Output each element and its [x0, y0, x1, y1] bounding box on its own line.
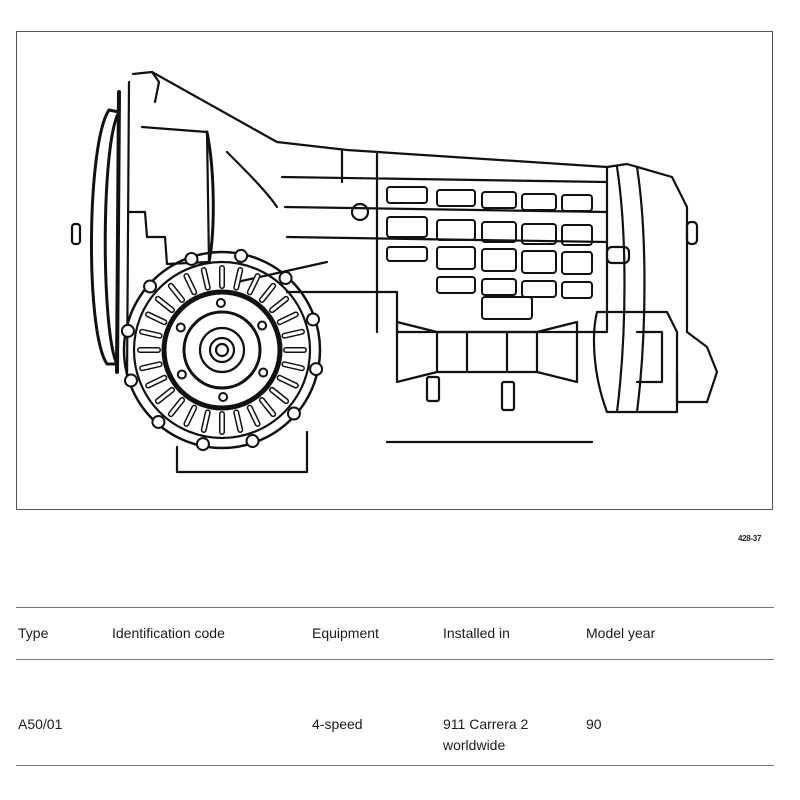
cover-bolt	[120, 323, 135, 338]
hub-bolt	[215, 298, 226, 309]
cover-vane-gap	[146, 376, 166, 388]
cell-installed-in-line-1: 911 Carrera 2	[443, 716, 529, 732]
cover-bolt	[123, 373, 138, 388]
cover-vane-gap	[248, 274, 260, 294]
cover-bolt	[234, 248, 249, 263]
cover-vane-gap	[184, 274, 196, 294]
cover-bolt	[151, 414, 166, 429]
cell-installed-in: 911 Carrera 2 worldwide	[443, 714, 528, 756]
cover-vane-gap	[140, 362, 162, 370]
bell-housing	[70, 70, 329, 384]
header-type: Type	[18, 625, 49, 641]
cover-bolt	[184, 251, 199, 266]
table-bottom-rule	[16, 765, 774, 766]
cover-vane-gap	[156, 388, 174, 403]
cover-vane-gap	[278, 376, 298, 388]
header-equipment: Equipment	[312, 625, 379, 641]
transmission-figure-frame	[16, 31, 773, 510]
cell-equipment: 4-speed	[312, 716, 363, 732]
hub-bolt	[258, 367, 269, 378]
main-case	[275, 140, 609, 334]
cell-installed-in-line-2: worldwide	[443, 737, 506, 753]
cover-vane-gap	[248, 406, 260, 426]
table-header-rule	[16, 659, 774, 660]
header-identification-code: Identification code	[112, 625, 225, 641]
rear-cover	[592, 162, 719, 414]
hub-bolt	[175, 322, 186, 333]
cover-vane-gap	[270, 297, 288, 312]
cover-vane-gap	[146, 312, 166, 324]
hub-bolt	[257, 320, 268, 331]
cell-model-year: 90	[586, 716, 602, 732]
cover-vane-gap	[202, 410, 210, 432]
header-installed-in: Installed in	[443, 625, 510, 641]
cover-bolt	[306, 312, 321, 327]
cover-vane-gap	[234, 268, 242, 290]
cover-vane-gap	[156, 297, 174, 312]
cover-vane-gap	[234, 410, 242, 432]
cover-bolt	[278, 271, 293, 286]
cover-vane-gap	[282, 330, 304, 338]
cover-bolt	[309, 362, 324, 377]
cover-vane-gap	[260, 284, 275, 302]
cover-bolt	[286, 406, 301, 421]
cover-vane-gap	[270, 388, 288, 403]
header-model-year: Model year	[586, 625, 656, 641]
cover-vane-gap	[278, 312, 298, 324]
table-top-rule	[16, 607, 774, 608]
drive-shaft	[385, 320, 594, 444]
cover-vane-gap	[282, 362, 304, 370]
cover-bolt	[195, 437, 210, 452]
cover-vane-gap	[169, 398, 184, 416]
hub-bolt	[176, 369, 187, 380]
cover-vane-gap	[260, 398, 275, 416]
hub-bolt	[218, 391, 229, 402]
cover-bolt	[245, 434, 260, 449]
case-ribs	[386, 186, 593, 320]
transmission-illustration	[70, 70, 719, 474]
differential-cover	[120, 248, 324, 474]
cover-vane-gap	[140, 330, 162, 338]
cover-bolt	[143, 279, 158, 294]
cover-vane-gap	[169, 284, 184, 302]
cover-vane-gap	[202, 268, 210, 290]
cell-type: A50/01	[18, 716, 63, 732]
figure-reference-number: 428-37	[738, 534, 762, 543]
cover-vane-gap	[184, 406, 196, 426]
